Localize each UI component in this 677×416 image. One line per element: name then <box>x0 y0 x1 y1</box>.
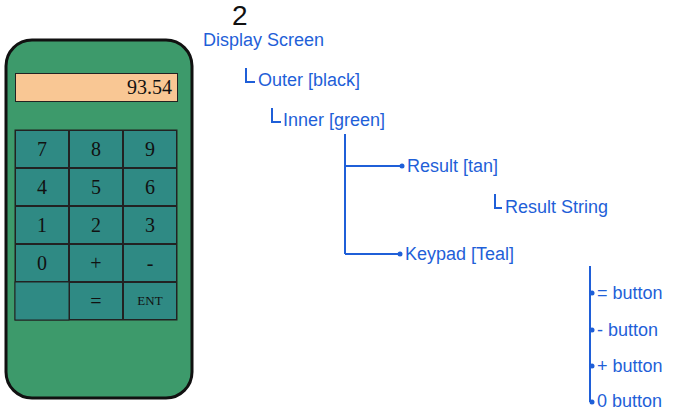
calculator-body <box>6 40 192 398</box>
keypad-key: 6 <box>123 168 177 206</box>
keypad-key: 5 <box>69 168 123 206</box>
key-label: - <box>147 252 154 275</box>
keypad-key: 8 <box>69 130 123 168</box>
key-label: + <box>90 252 101 275</box>
tree-branch <box>246 68 255 82</box>
tree-item: Inner [green] <box>283 110 385 131</box>
tree-item: + button <box>597 356 663 377</box>
tree-branch <box>589 266 591 402</box>
tree-branch <box>272 108 281 122</box>
keypad-key: 2 <box>69 206 123 244</box>
keypad-key: - <box>123 244 177 282</box>
key-label: 3 <box>145 214 155 237</box>
key-label: ENT <box>137 293 162 309</box>
tree-item: Outer [black] <box>258 70 360 91</box>
tree-item: = button <box>597 283 663 304</box>
keypad-key: 3 <box>123 206 177 244</box>
key-label: 4 <box>37 176 47 199</box>
key-label: 2 <box>91 214 101 237</box>
display-result: 93.54 <box>15 73 178 102</box>
key-label: = <box>90 290 101 313</box>
tree-branch <box>495 194 502 208</box>
key-label: 5 <box>91 176 101 199</box>
keypad-key: = <box>69 282 123 320</box>
key-label: 0 <box>37 252 47 275</box>
tree-lines <box>246 68 592 402</box>
tree-dot <box>398 252 403 257</box>
page-number: 2 <box>232 0 248 32</box>
keypad-key: 9 <box>123 130 177 168</box>
result-string: 93.54 <box>127 76 172 99</box>
tree-branch <box>345 165 402 167</box>
keypad-key: 0 <box>15 244 69 282</box>
tree-dot <box>590 291 595 296</box>
keypad-key: + <box>69 244 123 282</box>
keypad-panel <box>15 130 177 320</box>
tree-item: - button <box>597 320 658 341</box>
keypad-key: ENT <box>123 282 177 320</box>
tree-dot <box>590 400 595 405</box>
key-label: 1 <box>37 214 47 237</box>
tree-branch <box>345 253 400 255</box>
keypad-key: 4 <box>15 168 69 206</box>
tree-branch <box>344 134 346 254</box>
keypad-key: 1 <box>15 206 69 244</box>
tree-dot <box>590 328 595 333</box>
tree-item: Display Screen <box>203 30 324 51</box>
tree-dot <box>590 364 595 369</box>
key-label: 9 <box>145 138 155 161</box>
tree-dot <box>400 164 405 169</box>
keypad-key: 7 <box>15 130 69 168</box>
key-label: 8 <box>91 138 101 161</box>
tree-item: Result [tan] <box>407 156 498 177</box>
key-label: 6 <box>145 176 155 199</box>
tree-item: 0 button <box>597 391 662 412</box>
key-label: 7 <box>37 138 47 161</box>
blank-key <box>15 282 69 320</box>
tree-item: Result String <box>505 197 608 218</box>
tree-item: Keypad [Teal] <box>405 244 514 265</box>
